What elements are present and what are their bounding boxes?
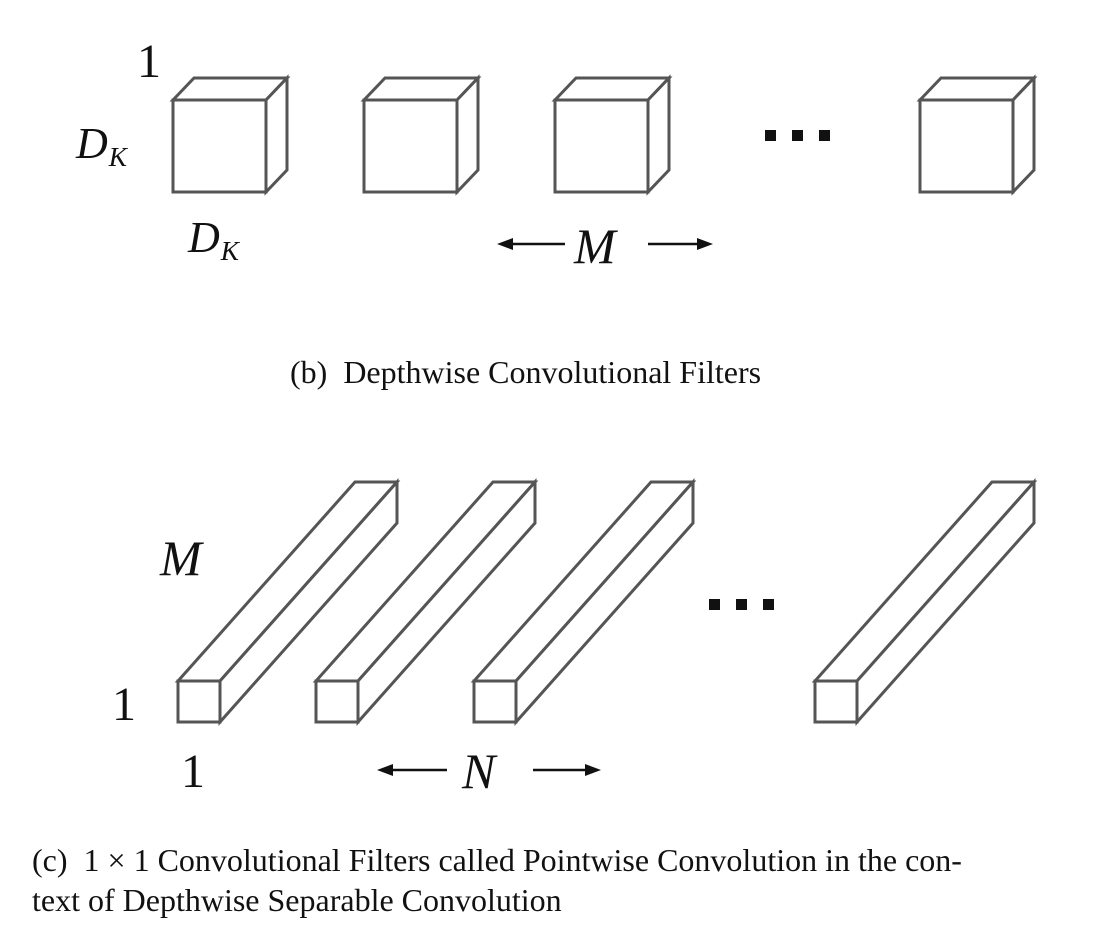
pointwise-filter-2-front [314, 679, 360, 724]
depthwise-top-label: 1 [137, 35, 161, 88]
depthwise-filter-3-side [646, 74, 671, 196]
depthwise-caption-text: Depthwise Convolutional Filters [343, 354, 762, 390]
depthwise-height-label: DK [76, 119, 127, 171]
depthwise-filter-1-side [264, 74, 289, 196]
pointwise-caption-line2: text of Depthwise Separable Convolution [32, 882, 562, 918]
pointwise-count-arrows [377, 764, 601, 776]
pointwise-filter-4-top [811, 480, 1038, 683]
depthwise-filter-2-front [362, 98, 459, 194]
pointwise-width-label: 1 [181, 745, 205, 798]
pointwise-height-label: 1 [112, 678, 136, 731]
depthwise-filter-3-front [553, 98, 650, 194]
depthwise-caption-tag: (b) [290, 354, 328, 390]
depthwise-filter-4-side [1011, 74, 1036, 196]
depthwise-ellipsis [765, 130, 830, 141]
height-label-sub: K [108, 141, 127, 172]
pointwise-filters [174, 478, 1038, 726]
pointwise-caption-text-1: Convolutional Filters called Pointwise C… [157, 842, 962, 878]
height-label-base: D [76, 119, 108, 168]
pointwise-caption-tag: (c) [32, 842, 68, 878]
depthwise-filter-1-front [171, 98, 268, 194]
depthwise-filter-2-side [455, 74, 480, 196]
pointwise-ellipsis [709, 599, 774, 610]
depthwise-caption: (b) Depthwise Convolutional Filters [290, 352, 761, 392]
width-label-sub: K [220, 235, 239, 266]
pointwise-count-label: N [462, 743, 496, 799]
width-label-base: D [188, 213, 220, 262]
pointwise-filter-1-front [176, 679, 222, 724]
pointwise-depth-label: M [160, 530, 202, 586]
pointwise-caption-line1: (c) 1 × 1 Convolutional Filters called P… [32, 840, 1112, 880]
pointwise-filter-3-front [472, 679, 518, 724]
depthwise-width-label: DK [188, 213, 239, 265]
depthwise-count-arrows [497, 238, 713, 250]
depthwise-filter-4-front [918, 98, 1015, 194]
depthwise-count-label: M [574, 218, 616, 274]
pointwise-caption: (c) 1 × 1 Convolutional Filters called P… [32, 840, 1112, 920]
pointwise-filter-4-front [813, 679, 859, 724]
pointwise-caption-math: 1 × 1 [83, 842, 150, 878]
depthwise-filters [169, 74, 1038, 196]
